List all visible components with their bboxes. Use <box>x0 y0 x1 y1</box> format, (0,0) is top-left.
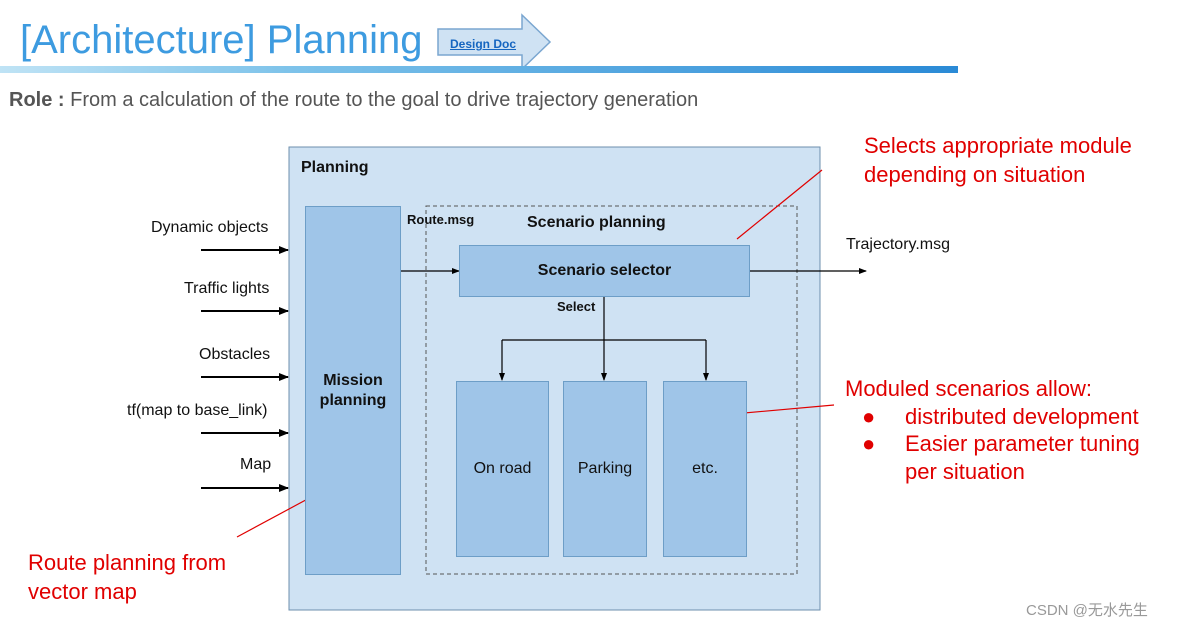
bullet-icon: ● <box>862 431 876 456</box>
modules-bullet-2-continuation: per situation <box>905 459 1025 484</box>
mission-planning-box: Mission planning <box>305 206 401 575</box>
scenario-box-parking: Parking <box>563 381 647 557</box>
route-msg-label: Route.msg <box>407 212 475 227</box>
input-label-obstacles: Obstacles <box>199 346 271 363</box>
modules-note-leader <box>732 404 835 415</box>
input-label-tf: tf(map to base_link) <box>127 402 268 419</box>
trajectory-output-label: Trajectory.msg <box>846 236 951 253</box>
scenario-selector-box: Scenario selector <box>459 245 750 297</box>
modules-bullet-2-text: Easier parameter tuning <box>905 431 1140 456</box>
modules-bullet-1: ● distributed development <box>862 403 1139 431</box>
route-note-line-2: vector map <box>28 579 137 604</box>
scenario-planning-label: Scenario planning <box>527 214 666 231</box>
scenario-label-on-road: On road <box>473 460 532 477</box>
selector-note-line-1: Selects appropriate module <box>864 133 1132 158</box>
modules-note-title: Moduled scenarios allow: <box>845 376 1093 401</box>
selector-note: Selects appropriate module depending on … <box>864 131 1132 189</box>
select-label: Select <box>557 299 596 314</box>
modules-bullet-2: ● Easier parameter tuning <box>862 430 1140 458</box>
modules-bullet-1-text: distributed development <box>905 404 1139 429</box>
selector-note-line-2: depending on situation <box>864 162 1086 187</box>
mission-planning-label: Mission planning <box>319 371 387 409</box>
design-doc-link[interactable]: Design Doc <box>450 37 517 51</box>
role-label: Role : <box>9 89 65 111</box>
route-note-line-1: Route planning from <box>28 550 227 575</box>
scenario-label-etc: etc. <box>692 460 718 477</box>
scenario-label-parking: Parking <box>577 460 633 477</box>
input-label-map: Map <box>240 456 272 473</box>
bullet-icon: ● <box>862 404 876 429</box>
role-text: From a calculation of the route to the g… <box>70 89 699 111</box>
input-label-dynamic-objects: Dynamic objects <box>151 219 269 236</box>
route-note: Route planning from vector map <box>28 548 226 606</box>
scenario-selector-label: Scenario selector <box>537 262 672 279</box>
watermark: CSDN @无水先生 <box>1026 602 1148 619</box>
title-underline-bar <box>0 66 958 73</box>
scenario-box-on-road: On road <box>456 381 549 557</box>
role-line: Role : From a calculation of the route t… <box>9 89 698 112</box>
scenario-box-etc: etc. <box>663 381 747 557</box>
input-label-traffic-lights: Traffic lights <box>184 280 270 297</box>
page-title: [Architecture] Planning <box>20 18 423 62</box>
design-doc-arrow-icon[interactable] <box>436 13 554 71</box>
scenario-planning-region <box>425 205 798 575</box>
planning-label: Planning <box>301 159 369 176</box>
selector-note-leader <box>736 169 823 240</box>
